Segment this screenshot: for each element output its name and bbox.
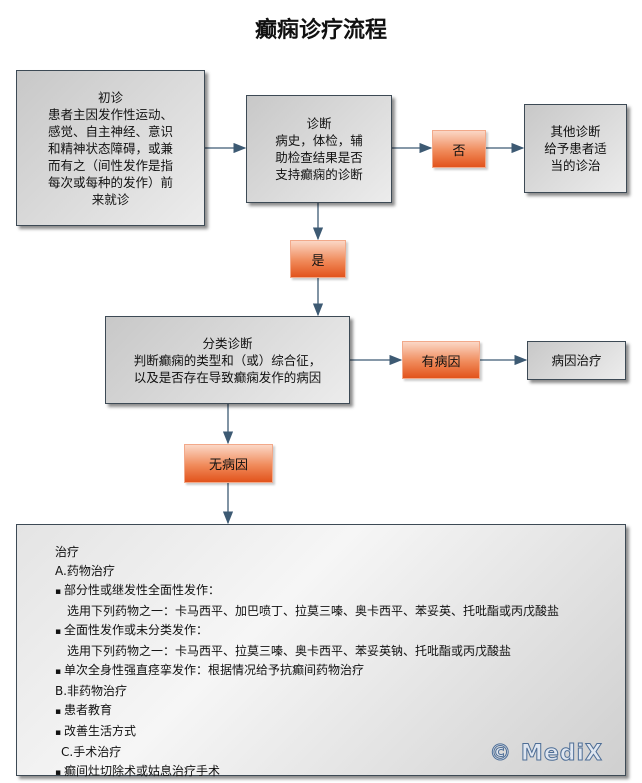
box-line: 病史，体检，辅	[275, 133, 363, 148]
bullet-item: 全面性发作或未分类发作：	[55, 621, 625, 642]
initial-visit-box: 初诊 患者主因发作性运动、 感觉、自主神经、意识 和精神状态障碍，或兼 而有之（…	[16, 70, 205, 226]
box-line: 每次或每种的发作）前	[47, 174, 173, 190]
no-label: 否	[432, 130, 486, 168]
box-line: 感觉、自主神经、意识	[47, 123, 173, 139]
yes-label: 是	[290, 240, 346, 278]
diagnosis-heading: 诊断	[306, 116, 332, 131]
box-line: 以及是否存在导致癫痫发作的病因	[133, 369, 322, 385]
cause-treatment-text: 病因治疗	[551, 353, 602, 368]
section-title: B.非药物治疗	[55, 684, 128, 698]
treatment-heading: 治疗	[55, 545, 80, 559]
box-line: 支持癫痫的诊断	[275, 167, 363, 182]
has-cause-label: 有病因	[402, 341, 480, 379]
other-heading: 其他诊断	[550, 124, 601, 139]
treatment-box: 治疗 A.药物治疗 部分性或继发性全面性发作： 选用下列药物之一：卡马西平、加巴…	[16, 524, 626, 778]
box-line: 和精神状态障碍，或兼	[47, 140, 173, 156]
box-line: 助检查结果是否	[275, 150, 363, 165]
medix-watermark: © MediX	[489, 741, 603, 766]
classification-box: 分类诊断 判断癫痫的类型和（或）综合征， 以及是否存在导致癫痫发作的病因	[105, 316, 350, 404]
section-title: C.手术治疗	[61, 745, 122, 759]
box-line: 判断癫痫的类型和（或）综合征，	[133, 352, 322, 368]
cause-treatment-box: 病因治疗	[527, 341, 626, 380]
detail-line: 选用下列药物之一：卡马西平、拉莫三嗪、奥卡西平、苯妥英钠、托吡酯或丙戊酸盐	[67, 644, 512, 658]
box-line: 给予患者适	[544, 141, 607, 156]
page-title: 癫痫诊疗流程	[254, 17, 387, 43]
box-line: 而有之（间性发作是指	[47, 157, 173, 173]
detail-line: 选用下列药物之一：卡马西平、加巴喷丁、拉莫三嗪、奥卡西平、苯妥英、托吡酯或丙戊酸…	[67, 604, 560, 618]
other-diagnosis-box: 其他诊断 给予患者适 当的诊治	[524, 104, 627, 193]
box-line: 患者主因发作性运动、	[47, 106, 173, 122]
bullet-item: 癫间灶切除术或姑息治疗手术	[55, 762, 625, 783]
bullet-item: 部分性或继发性全面性发作：	[55, 581, 625, 602]
box-line: 当的诊治	[550, 158, 601, 173]
section-title: A.药物治疗	[55, 564, 115, 578]
box-line: 来就诊	[91, 191, 130, 207]
bullet-item: 患者教育	[55, 701, 625, 722]
initial-heading: 初诊	[97, 89, 123, 105]
bullet-item: 改善生活方式	[55, 722, 625, 743]
no-cause-label: 无病因	[184, 444, 273, 483]
diagnosis-box: 诊断 病史，体检，辅 助检查结果是否 支持癫痫的诊断	[246, 95, 392, 203]
bullet-item: 单次全身性强直痉挛发作：根据情况给予抗癫间药物治疗	[55, 661, 625, 682]
classify-heading: 分类诊断	[202, 335, 253, 351]
